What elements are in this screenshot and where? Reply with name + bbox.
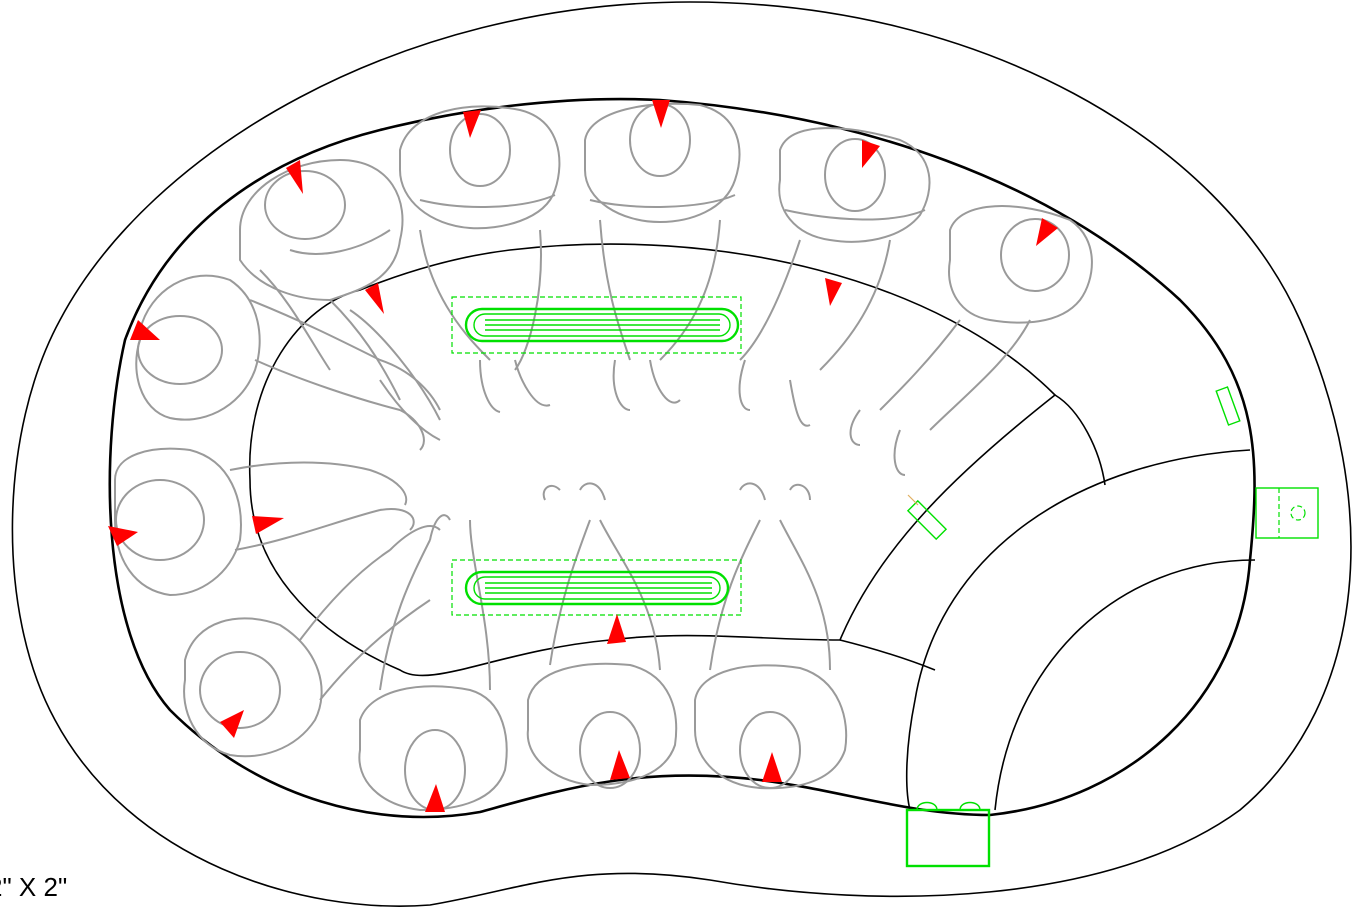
red-triangle-marker-icon [425,784,445,812]
seat-top-3 [584,102,741,411]
red-triangle-marker-icon [130,320,160,340]
red-triangle-marker-icon [108,526,138,546]
red-triangle-marker-icon [607,614,626,644]
red-triangle-marker-icon [825,278,842,306]
seat-left-3 [183,525,441,758]
jet-strip-lower [451,559,742,616]
red-triangle-marker-icon [286,160,303,194]
red-triangle-marker-icon [862,140,880,168]
seat-left-1 [135,274,441,451]
red-triangle-marker-icon [762,752,782,782]
seat-left-2 [114,447,415,597]
outer-shell-outline [11,1,1352,907]
equipment-box-right [1255,487,1319,539]
equipment-light-fixture [906,494,948,541]
equipment-box-bottom [905,801,991,868]
step-divider [839,639,936,671]
seat-boundary [248,243,1057,677]
seat-top-1 [239,158,441,441]
seat-bottom-2 [526,482,678,789]
red-triangle-marker-icon [1036,218,1058,246]
seat-top-4 [738,127,931,427]
step-arc-inner [994,559,1256,811]
tub-rim-outline [108,97,1256,819]
jet-strip-upper [451,296,742,354]
seat-top-5 [849,205,1093,476]
red-triangle-marker-icon [365,283,384,314]
red-triangle-marker-icon [252,516,284,534]
markers [108,100,1058,812]
red-triangle-marker-icon [652,100,670,128]
seat-bottom-1 [358,514,508,812]
seat-top-2 [399,105,561,413]
seat-bottom-3 [694,482,848,790]
step-divider [1054,394,1106,486]
red-triangle-marker-icon [610,750,630,780]
red-triangle-marker-icon [463,110,481,138]
red-triangle-marker-icon [220,710,244,738]
step-arc-outer [905,449,1251,811]
equipment-small-rect [1215,386,1241,426]
dimension-note: 2" X 2" [0,872,68,902]
